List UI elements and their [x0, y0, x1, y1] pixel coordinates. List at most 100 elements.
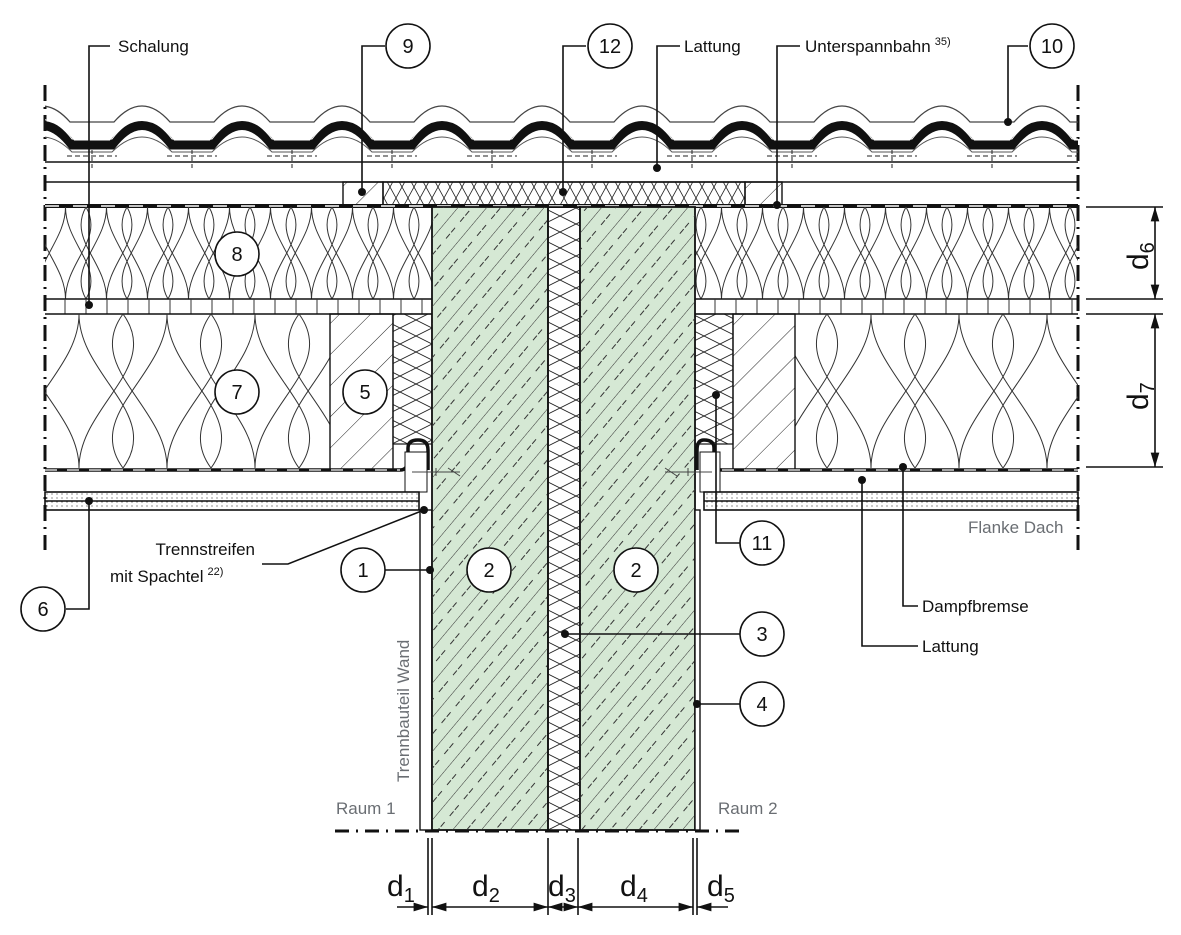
insulation-lobe: [367, 207, 420, 299]
dim-d6: d6: [1122, 242, 1159, 270]
schalung-boards: [64, 299, 1073, 314]
screw-right: [664, 467, 712, 477]
callout-number: 5: [359, 382, 370, 404]
callout-9: 9: [385, 23, 431, 69]
callout-4: 4: [739, 681, 785, 727]
tile-section: [45, 121, 1078, 150]
insulation-lobe: [45, 314, 135, 468]
dim-d3: d3: [548, 870, 576, 907]
insulation-lobe: [991, 314, 1078, 468]
rafter-right: [732, 313, 796, 471]
leader-lines: [66, 45, 1028, 705]
callout-6: 6: [20, 586, 66, 632]
label-lattung-top: Lattung: [684, 37, 741, 56]
callout-number: 9: [402, 36, 413, 58]
callout-number: 7: [231, 382, 242, 404]
callout-circle: [342, 369, 388, 415]
insulation-lobe: [777, 207, 830, 299]
leader-dots: [85, 118, 1012, 708]
insulation-core-3: [547, 206, 581, 831]
callout-number: 8: [231, 244, 242, 266]
insulation-lobe: [111, 314, 223, 468]
tile-group: [45, 105, 1078, 170]
dim-d1: d1: [387, 870, 415, 907]
callout-circle: [466, 547, 512, 593]
roof-tiles: [45, 105, 1078, 170]
callout-3: 3: [739, 611, 785, 657]
callout-circle: [739, 611, 785, 657]
insulation-lobe: [1064, 207, 1078, 299]
insulation-lobe: [162, 207, 215, 299]
dim-d7: d7: [1122, 382, 1159, 410]
callout-circle: [340, 547, 386, 593]
dimension-chain-bottom: [397, 838, 728, 915]
callout-circle: [613, 547, 659, 593]
dimension-chain-right: [1086, 206, 1163, 468]
callout-number: 2: [630, 560, 641, 582]
label-trennstreifen: Trennstreifen: [155, 540, 255, 559]
dim-d5: d5: [707, 870, 735, 907]
callout-circle: [1029, 23, 1075, 69]
callout-number: 6: [37, 599, 48, 621]
insulation-lobe: [900, 207, 953, 299]
insulation-lobe: [326, 207, 379, 299]
callout-circle: [214, 231, 260, 277]
insulation-lobe: [736, 207, 789, 299]
tile-edge: [45, 119, 1078, 140]
callout-7: 7: [214, 369, 260, 415]
callout-number: 2: [483, 560, 494, 582]
callout-5: 5: [342, 369, 388, 415]
callout-number: 11: [752, 533, 773, 555]
callout-number: 12: [599, 36, 621, 58]
dim-d2: d2: [472, 870, 500, 907]
masonry-wall-left-hatch: [432, 207, 548, 830]
masonry-wall-right-hatch: [580, 207, 695, 830]
callout-circle: [739, 681, 785, 727]
callout-11: 11: [739, 520, 785, 566]
callout-8: 8: [214, 231, 260, 277]
label-flanke-dach: Flanke Dach: [968, 518, 1063, 537]
plaster-layer-1: [419, 509, 433, 831]
callout-2: 2: [613, 547, 659, 593]
label-schalung: Schalung: [118, 37, 189, 56]
callout-12: 12: [587, 23, 633, 69]
insulation-lobe: [859, 207, 912, 299]
insulation-lobe: [982, 207, 1035, 299]
insulation-lobe: [695, 207, 748, 299]
insulation-lobe: [285, 207, 338, 299]
insulation-lobe: [818, 207, 871, 299]
label-trennbauteil-wand: Trennbauteil Wand: [394, 640, 413, 782]
insulation-lobe: [45, 207, 92, 299]
callout-circle: [20, 586, 66, 632]
screw-left: [412, 467, 461, 477]
insulation-lobe: [121, 207, 174, 299]
tile-top-outline: [45, 105, 1078, 123]
label-lattung-bottom: Lattung: [922, 637, 979, 656]
insulation-lobe: [903, 314, 1015, 468]
callout-circle: [587, 23, 633, 69]
label-raum-2: Raum 2: [718, 799, 778, 818]
callout-number: 3: [756, 624, 767, 646]
callout-circle: [214, 369, 260, 415]
label-dampfbremse: Dampfbremse: [922, 597, 1029, 616]
plaster-layer-4: [694, 509, 701, 831]
callout-circle: [385, 23, 431, 69]
insulation-lobe: [941, 207, 994, 299]
callout-10: 10: [1029, 23, 1075, 69]
callout-2: 2: [466, 547, 512, 593]
callout-circle: [739, 520, 785, 566]
callout-number: 10: [1041, 36, 1063, 58]
dim-d4: d4: [620, 870, 648, 907]
callout-number: 1: [357, 560, 368, 582]
callout-1: 1: [340, 547, 386, 593]
insulation-strip-left: [392, 313, 433, 445]
insulation-lobe: [815, 314, 927, 468]
label-raum-1: Raum 1: [336, 799, 396, 818]
insulation-lobe: [1023, 207, 1076, 299]
callout-number: 4: [756, 694, 767, 716]
